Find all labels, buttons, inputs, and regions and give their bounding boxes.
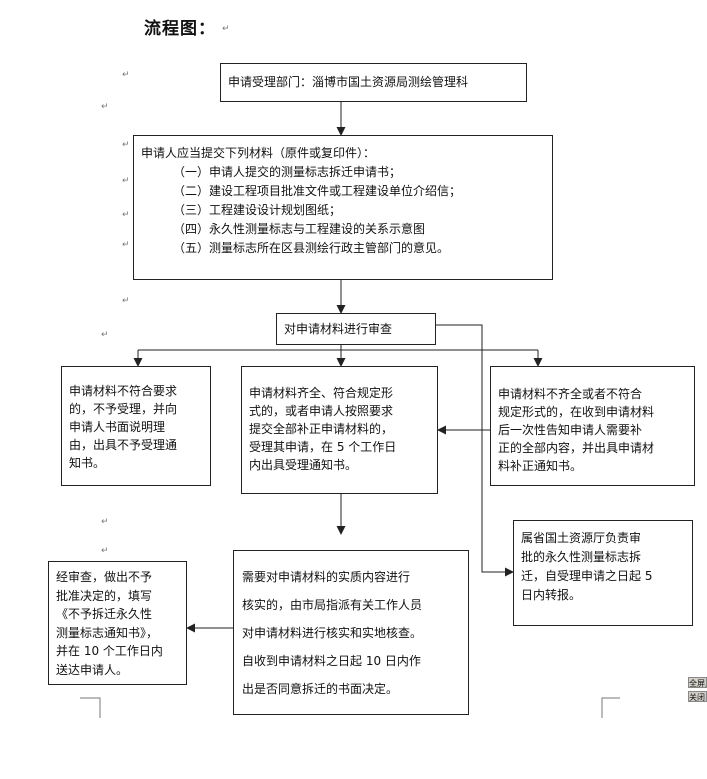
materials-heading: 申请人应当提交下列材料（原件或复印件）： xyxy=(141,146,376,160)
paragraph-mark: ↵ xyxy=(122,176,130,186)
materials-item: （五）测量标志所在区县测绘行政主管部门的意见。 xyxy=(173,241,450,255)
node-accept-line: 受理其申请，在 5 个工作日 xyxy=(249,440,397,454)
node-accept-line: 式的，或者申请人按照要求 xyxy=(249,404,394,418)
node-notice: 经审查，做出不予 批准决定的，填写 《不予拆迁永久性 测量标志通知书》， 并在 … xyxy=(48,561,187,685)
node-province-line: 批的永久性测量标志拆 xyxy=(521,550,642,564)
arrow-review-to-province xyxy=(436,324,514,577)
node-verify-line: 需要对申请材料的实质内容进行 xyxy=(242,570,411,584)
paragraph-mark: ↵ xyxy=(122,70,130,80)
paragraph-mark: ↵ xyxy=(101,330,109,340)
node-reject-line: 申请材料不符合要求 xyxy=(69,384,178,398)
paragraph-mark: ↵ xyxy=(122,296,130,306)
node-verify-line: 自收到申请材料之日起 10 日内作 xyxy=(242,654,421,668)
paragraph-mark: ↵ xyxy=(122,240,130,250)
materials-item: （四）永久性测量标志与工程建设的关系示意图 xyxy=(173,222,426,236)
node-incomplete-line: 后一次性告知申请人需要补 xyxy=(498,423,643,437)
node-notice-line: 送达申请人。 xyxy=(56,662,129,677)
node-incomplete-line: 正的全部内容，并出具申请材 xyxy=(498,441,655,455)
node-incomplete-line: 料补正通知书。 xyxy=(498,459,583,473)
node-province-line: 属省国土资源厅负责审 xyxy=(521,531,642,545)
node-notice-line: 测量标志通知书》， xyxy=(56,625,159,640)
node-dept: 申请受理部门：淄博市国土资源局测绘管理科 xyxy=(220,63,527,102)
materials-item: （二）建设工程项目批准文件或工程建设单位介绍信； xyxy=(173,184,462,198)
node-accept-line: 内出具受理通知书。 xyxy=(249,458,358,472)
paragraph-mark: ↵ xyxy=(122,210,130,220)
node-incomplete-line: 规定形式的，在收到申请材料 xyxy=(498,405,655,419)
node-review-text: 对申请材料进行审查 xyxy=(284,322,393,336)
node-verify: 需要对申请材料的实质内容进行 核实的，由市局指派有关工作人员 对申请材料进行核实… xyxy=(233,550,469,715)
node-incomplete-line: 申请材料不齐全或者不符合 xyxy=(498,387,643,401)
node-province-line: 迁，自受理申请之日起 5 xyxy=(521,569,653,583)
node-accept: 申请材料齐全、符合规定形 式的，或者申请人按照要求 提交全部补正申请材料的， 受… xyxy=(241,366,438,494)
paragraph-mark: ↵ xyxy=(101,546,109,556)
page-title: 流程图： xyxy=(144,19,216,39)
paragraph-mark: ↵ xyxy=(122,140,130,150)
paragraph-mark: ↵ xyxy=(101,517,109,527)
node-province: 属省国土资源厅负责审 批的永久性测量标志拆 迁，自受理申请之日起 5 日内转报。 xyxy=(513,520,693,626)
node-notice-line: 经审查，做出不予 xyxy=(56,570,153,584)
fullscreen-button[interactable]: 全屏显示 xyxy=(688,677,707,688)
margin-corner-right xyxy=(601,697,620,718)
paragraph-mark: ↵ xyxy=(222,24,230,34)
node-notice-line: 批准决定的，填写 xyxy=(56,588,153,603)
node-reject-line: 由，出具不予受理通 xyxy=(69,438,178,452)
node-accept-line: 提交全部补正申请材料的， xyxy=(249,422,394,436)
paragraph-mark: ↵ xyxy=(101,102,109,112)
node-review: 对申请材料进行审查 xyxy=(276,313,436,345)
node-reject-line: 的，不予受理，并向 xyxy=(69,402,178,416)
node-materials: 申请人应当提交下列材料（原件或复印件）： （一）申请人提交的测量标志拆迁申请书；… xyxy=(133,135,553,280)
close-button[interactable]: 关闭 xyxy=(688,691,707,702)
materials-item: （三）工程建设设计规划图纸； xyxy=(173,203,342,217)
node-dept-text: 申请受理部门：淄博市国土资源局测绘管理科 xyxy=(228,75,469,89)
node-verify-line: 核实的，由市局指派有关工作人员 xyxy=(242,598,423,612)
node-verify-line: 对申请材料进行核实和实地核查。 xyxy=(242,626,423,640)
node-province-line: 日内转报。 xyxy=(521,588,582,602)
node-verify-line: 出是否同意拆迁的书面决定。 xyxy=(242,682,399,696)
margin-corner-left xyxy=(80,697,101,718)
node-accept-line: 申请材料齐全、符合规定形 xyxy=(249,386,394,400)
node-notice-line: 并在 10 个工作日内 xyxy=(56,644,163,658)
node-incomplete: 申请材料不齐全或者不符合 规定形式的，在收到申请材料 后一次性告知申请人需要补 … xyxy=(490,366,695,486)
node-reject-line: 申请人书面说明理 xyxy=(69,420,166,434)
node-notice-line: 《不予拆迁永久性 xyxy=(56,607,153,621)
node-reject: 申请材料不符合要求 的，不予受理，并向 申请人书面说明理 由，出具不予受理通 知… xyxy=(61,366,211,486)
materials-item: （一）申请人提交的测量标志拆迁申请书； xyxy=(173,165,402,179)
node-reject-line: 知书。 xyxy=(69,456,106,470)
